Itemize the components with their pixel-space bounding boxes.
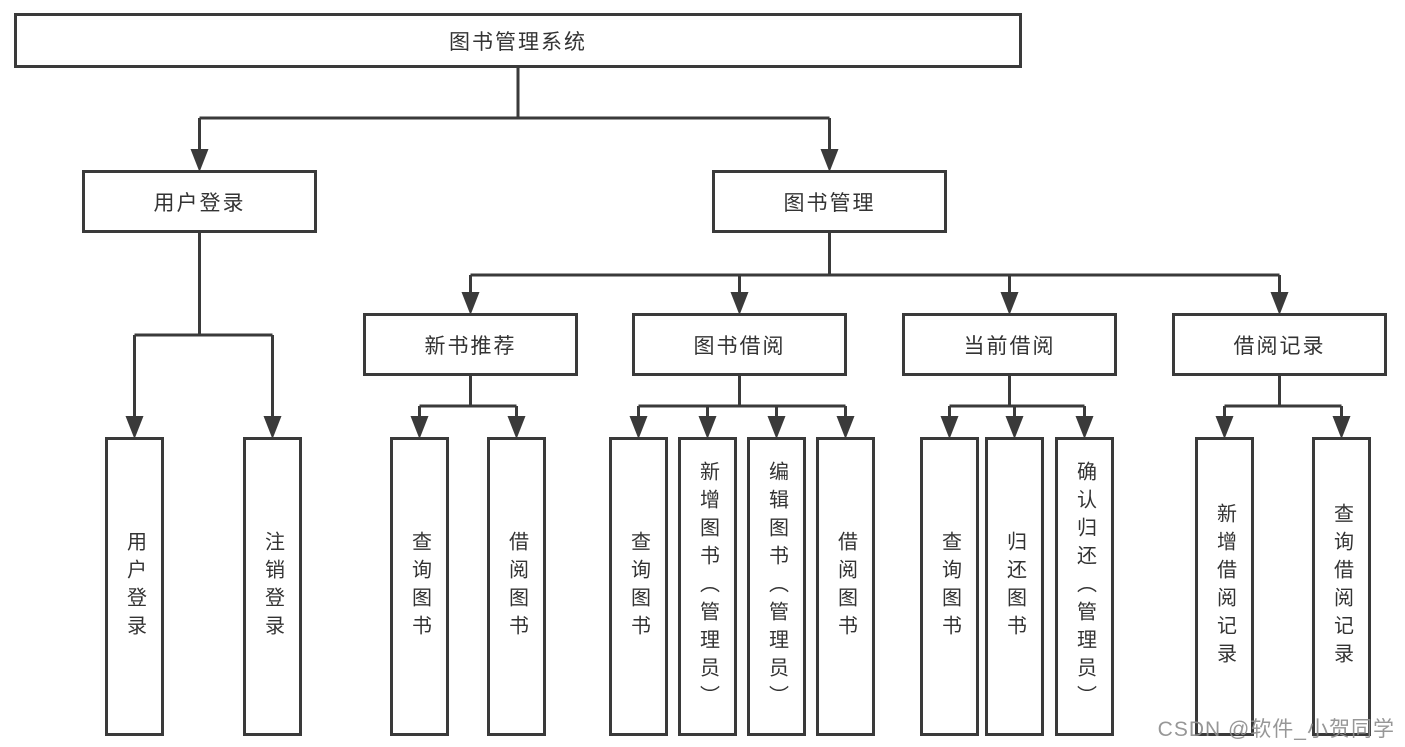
node-label: 图书管理 — [783, 191, 876, 215]
leaf-add-book-admin: 新增图书（管理员） — [678, 437, 737, 736]
arrow-down-icon — [190, 149, 209, 172]
node-label: 图书管理系统 — [449, 30, 587, 54]
node-label: 新增图书（管理员） — [696, 460, 719, 713]
arrow-down-icon — [940, 416, 959, 439]
node-label: 查询借阅记录 — [1330, 502, 1353, 671]
arrow-down-icon — [125, 416, 144, 439]
leaf-edit-book-admin: 编辑图书（管理员） — [747, 437, 806, 736]
leaf-user-login: 用户登录 — [105, 437, 164, 736]
node-label: 查询图书 — [938, 530, 961, 643]
node-label: 注销登录 — [261, 530, 284, 643]
node-current-borrowing: 当前借阅 — [902, 313, 1117, 376]
node-label: 借阅图书 — [834, 530, 857, 643]
node-label: 确认归还（管理员） — [1073, 460, 1096, 713]
node-label: 编辑图书（管理员） — [765, 460, 788, 713]
watermark-text: CSDN @软件_小贺同学 — [1157, 718, 1395, 741]
node-label: 归还图书 — [1003, 530, 1026, 643]
arrow-down-icon — [767, 416, 786, 439]
node-new-book-recommend: 新书推荐 — [363, 313, 578, 376]
node-label: 新书推荐 — [424, 334, 517, 358]
arrow-down-icon — [1005, 416, 1024, 439]
arrow-down-icon — [698, 416, 717, 439]
leaf-borrow-books-borrowing: 借阅图书 — [816, 437, 875, 736]
leaf-confirm-return-admin: 确认归还（管理员） — [1055, 437, 1114, 736]
arrow-down-icon — [263, 416, 282, 439]
node-label: 当前借阅 — [963, 334, 1056, 358]
node-label: 借阅记录 — [1233, 334, 1326, 358]
arrow-down-icon — [1000, 292, 1019, 315]
node-library-system: 图书管理系统 — [14, 13, 1022, 68]
leaf-borrow-books-recommend: 借阅图书 — [487, 437, 546, 736]
node-label: 查询图书 — [408, 530, 431, 643]
arrow-down-icon — [1215, 416, 1234, 439]
node-label: 借阅图书 — [505, 530, 528, 643]
arrow-down-icon — [820, 149, 839, 172]
arrow-down-icon — [410, 416, 429, 439]
leaf-query-books-borrowing: 查询图书 — [609, 437, 668, 736]
arrow-down-icon — [1270, 292, 1289, 315]
node-label: 新增借阅记录 — [1213, 502, 1236, 671]
node-label: 用户登录 — [123, 530, 146, 643]
node-borrowing-records: 借阅记录 — [1172, 313, 1387, 376]
leaf-query-books-recommend: 查询图书 — [390, 437, 449, 736]
leaf-query-books-current: 查询图书 — [920, 437, 979, 736]
arrow-down-icon — [730, 292, 749, 315]
arrow-down-icon — [1075, 416, 1094, 439]
node-label: 图书借阅 — [693, 334, 786, 358]
arrow-down-icon — [629, 416, 648, 439]
arrow-down-icon — [836, 416, 855, 439]
node-label: 用户登录 — [153, 191, 246, 215]
node-label: 查询图书 — [627, 530, 650, 643]
leaf-return-books: 归还图书 — [985, 437, 1044, 736]
arrow-down-icon — [461, 292, 480, 315]
node-book-borrowing: 图书借阅 — [632, 313, 847, 376]
leaf-query-borrow-record: 查询借阅记录 — [1312, 437, 1371, 736]
arrow-down-icon — [1332, 416, 1351, 439]
leaf-logout: 注销登录 — [243, 437, 302, 736]
arrow-down-icon — [507, 416, 526, 439]
node-book-management: 图书管理 — [712, 170, 947, 233]
node-user-login: 用户登录 — [82, 170, 317, 233]
leaf-add-borrow-record: 新增借阅记录 — [1195, 437, 1254, 736]
